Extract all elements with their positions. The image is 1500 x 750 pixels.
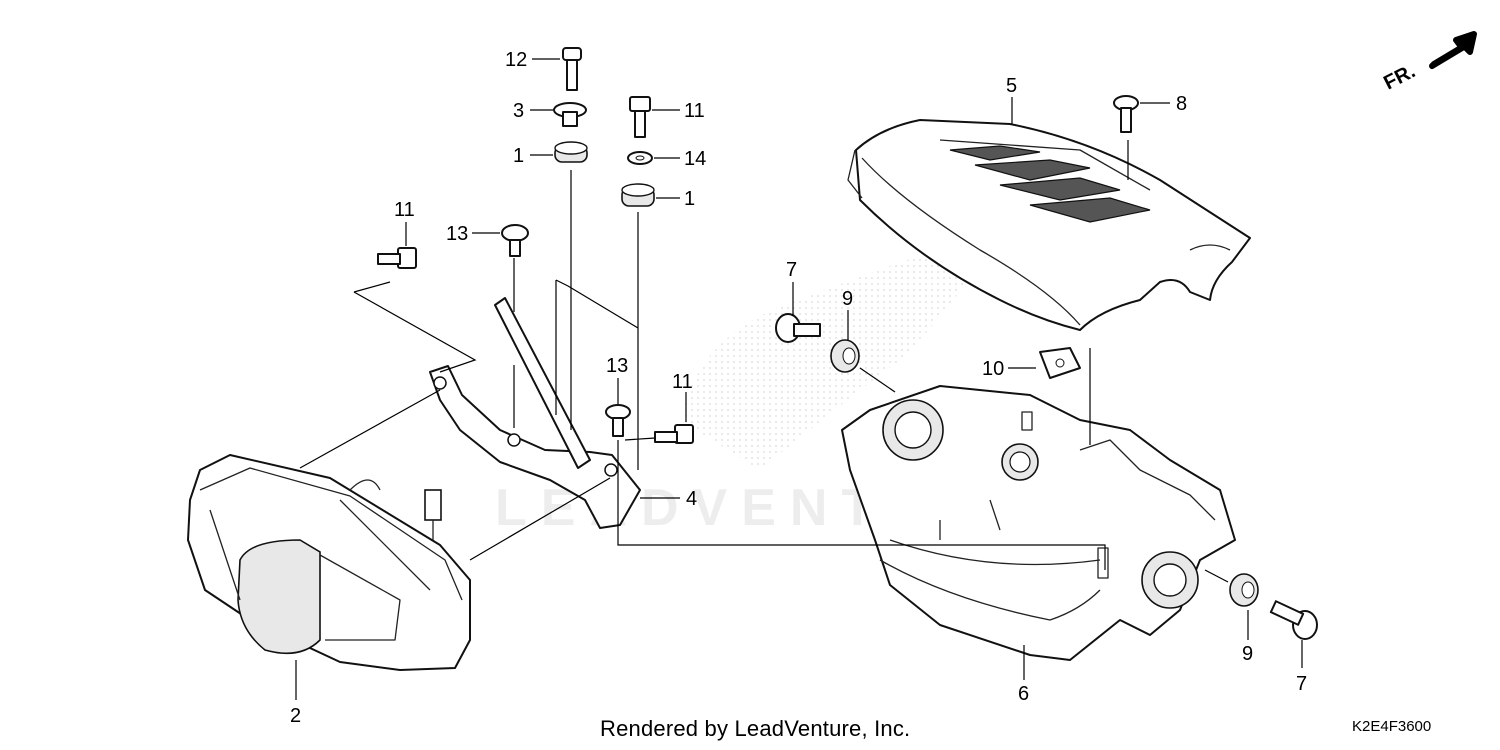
part-4-bracket	[429, 297, 641, 529]
callout-1-a: 1	[513, 145, 524, 167]
part-8-screw	[1113, 95, 1139, 133]
part-1-grommet-a	[554, 141, 588, 163]
callout-5: 5	[1006, 75, 1017, 97]
callout-4: 4	[686, 488, 697, 510]
diagram-code: K2E4F3600	[1352, 718, 1432, 735]
callout-11-a: 11	[684, 100, 705, 122]
callout-3: 3	[513, 100, 524, 122]
part-13-screw-b	[605, 404, 631, 437]
callout-11-b: 11	[394, 199, 415, 221]
callout-12: 12	[505, 49, 527, 71]
callout-10: 10	[982, 358, 1004, 380]
callout-14: 14	[684, 148, 706, 170]
callout-13-b: 13	[606, 355, 628, 377]
callout-2: 2	[290, 705, 301, 727]
callout-1-b: 1	[684, 188, 695, 210]
part-14-washer	[627, 151, 653, 165]
part-3-collar	[553, 102, 587, 127]
part-7-bolt-b	[1269, 600, 1318, 640]
callout-11-c: 11	[672, 371, 693, 393]
callout-labels: 12 3 1 11 14 1 11 13 13 11 7 9 5 8 10 4 …	[290, 49, 1307, 727]
part-7-bolt-a	[775, 313, 821, 343]
part-2-headlight	[187, 454, 471, 671]
callout-7-a: 7	[786, 259, 797, 281]
part-9-collar-b	[1229, 573, 1259, 607]
part-11-bolt-c	[654, 424, 694, 444]
callout-6: 6	[1018, 683, 1029, 705]
part-10-clip	[1039, 347, 1081, 379]
part-6-lower-housing	[841, 385, 1236, 661]
part-5-upper-cover	[847, 119, 1251, 331]
callout-9-b: 9	[1242, 643, 1253, 665]
part-13-screw-a	[501, 224, 529, 257]
callout-7-b: 7	[1296, 673, 1307, 695]
render-credit: Rendered by LeadVenture, Inc.	[600, 716, 911, 741]
callout-8: 8	[1176, 93, 1187, 115]
part-11-bolt-b	[377, 247, 417, 269]
part-1-grommet-b	[621, 183, 655, 207]
callout-13-a: 13	[446, 223, 468, 245]
leader-lines	[295, 58, 1303, 700]
part-9-collar-a	[830, 339, 860, 373]
callout-9-a: 9	[842, 288, 853, 310]
part-11-bolt-a	[629, 96, 651, 138]
direction-label: FR.	[1380, 60, 1419, 94]
part-12-bolt	[562, 47, 582, 91]
front-direction-icon: FR.	[1380, 31, 1477, 94]
